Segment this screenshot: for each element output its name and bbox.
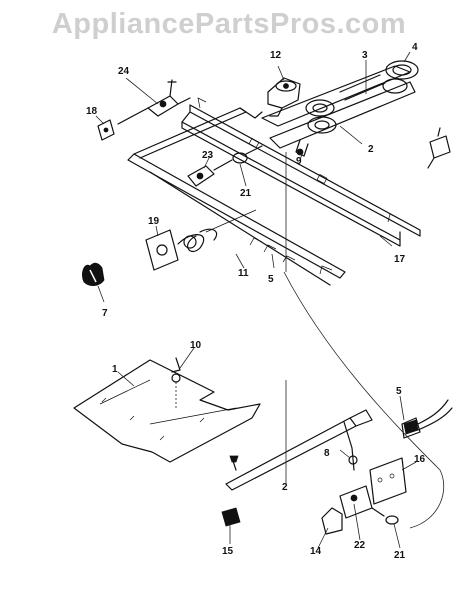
callout-11: 11 xyxy=(238,268,249,279)
callout-2: 2 xyxy=(282,482,288,493)
callout-4: 4 xyxy=(412,42,418,53)
valve-23 xyxy=(187,145,263,187)
watermark-text: AppliancePartsPros.com xyxy=(51,8,407,40)
electrode-9 xyxy=(427,127,451,169)
callout-22: 22 xyxy=(354,540,366,551)
callout-17: 17 xyxy=(394,254,406,265)
valve-24 xyxy=(117,79,191,125)
clip-15 xyxy=(221,507,241,527)
bracket-22 xyxy=(339,485,399,525)
burner-assembly xyxy=(261,60,419,157)
callout-10: 10 xyxy=(190,340,202,351)
callout-24: 24 xyxy=(118,66,130,77)
screw-lower xyxy=(229,455,239,471)
callout-15: 15 xyxy=(222,546,234,557)
callout-7: 7 xyxy=(102,308,108,319)
manifold-pipe xyxy=(127,107,346,286)
manifold-bracket xyxy=(181,97,421,247)
callout-18: 18 xyxy=(86,106,98,117)
callout-21: 21 xyxy=(240,188,252,199)
callout-16: 16 xyxy=(414,454,426,465)
callout-8: 8 xyxy=(324,448,330,459)
callout-3: 3 xyxy=(362,50,368,61)
callout-19: 19 xyxy=(148,216,160,227)
valve-18 xyxy=(97,119,115,141)
callout-5: 5 xyxy=(396,386,402,397)
knob xyxy=(82,262,105,286)
callout-23: 23 xyxy=(202,150,214,161)
callout-9: 9 xyxy=(296,156,302,167)
callout-2: 2 xyxy=(368,144,374,155)
cover-plate xyxy=(73,359,261,463)
callout-5: 5 xyxy=(268,274,274,285)
connecting-tube xyxy=(283,271,445,529)
regulator xyxy=(267,77,301,117)
leader-lines xyxy=(95,51,417,549)
callout-14: 14 xyxy=(310,546,322,557)
callout-21: 21 xyxy=(394,550,406,561)
thermostat xyxy=(145,209,257,271)
bracket-14 xyxy=(321,507,343,535)
screw-10 xyxy=(171,357,181,408)
lower-manifold-pipe xyxy=(225,409,373,491)
callout-12: 12 xyxy=(270,50,282,61)
callout-1: 1 xyxy=(112,364,118,375)
bracket-16 xyxy=(369,457,407,505)
connector-5 xyxy=(401,399,453,439)
